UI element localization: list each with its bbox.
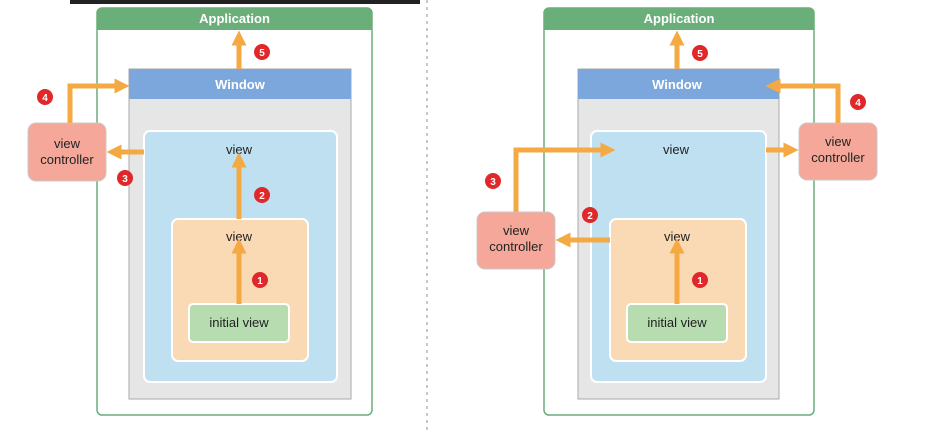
- initial-view-label: initial view: [647, 315, 707, 330]
- vc-line1: view: [54, 136, 81, 151]
- vc-top-line2: controller: [811, 150, 865, 165]
- app-header: [97, 8, 372, 30]
- step-badge-2: 2: [254, 187, 270, 203]
- step-badge-4: 4: [37, 89, 53, 105]
- clipped-top-text: [70, 0, 420, 4]
- inner-view-label: view: [664, 229, 691, 244]
- arrow-3: [513, 142, 616, 212]
- left-diagram: Application Window view view initial vie…: [27, 7, 373, 416]
- view-controller: [27, 122, 107, 182]
- initial-view-label: initial view: [209, 315, 269, 330]
- step-badge-4: 4: [850, 94, 866, 110]
- arrow-4: [765, 78, 841, 123]
- svg-text:1: 1: [697, 276, 703, 287]
- app-header: [544, 8, 814, 30]
- window-title: Window: [215, 77, 266, 92]
- svg-text:4: 4: [855, 98, 861, 109]
- outer-view-label: view: [226, 142, 253, 157]
- arrow-4: [67, 78, 130, 123]
- step-badge-5: 5: [254, 44, 270, 60]
- svg-text:2: 2: [259, 191, 265, 202]
- step-badge-1: 1: [692, 272, 708, 288]
- svg-text:4: 4: [42, 93, 48, 104]
- vc-bottom-line1: view: [503, 223, 530, 238]
- inner-view-label: view: [226, 229, 253, 244]
- svg-text:1: 1: [257, 276, 263, 287]
- step-badge-3: 3: [117, 170, 133, 186]
- step-badge-1: 1: [252, 272, 268, 288]
- svg-text:3: 3: [122, 174, 128, 185]
- window-bar: [578, 69, 779, 99]
- window-title: Window: [652, 77, 703, 92]
- svg-text:3: 3: [490, 177, 496, 188]
- svg-text:5: 5: [259, 48, 265, 59]
- vc-line2: controller: [40, 152, 94, 167]
- window-bar: [129, 69, 351, 99]
- right-diagram: Application Window view view initial vie…: [476, 7, 878, 416]
- step-badge-5: 5: [692, 45, 708, 61]
- app-title: Application: [199, 11, 270, 26]
- vc-top-line1: view: [825, 134, 852, 149]
- vc-bottom-line2: controller: [489, 239, 543, 254]
- svg-text:5: 5: [697, 49, 703, 60]
- app-title: Application: [644, 11, 715, 26]
- step-badge-3: 3: [485, 173, 501, 189]
- outer-view-label: view: [663, 142, 690, 157]
- svg-text:2: 2: [587, 211, 593, 222]
- step-badge-2: 2: [582, 207, 598, 223]
